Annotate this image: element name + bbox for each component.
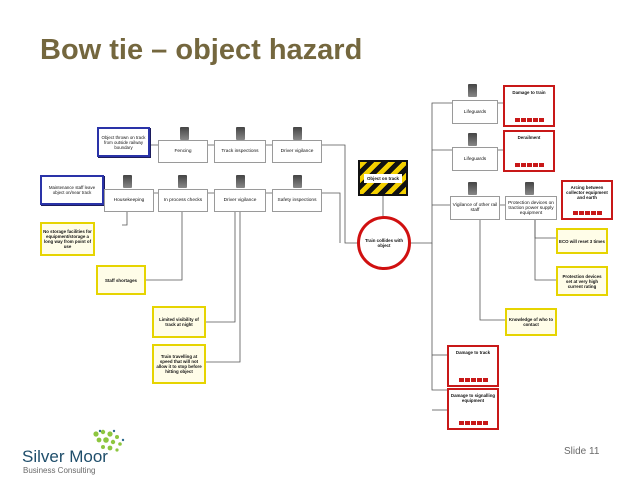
slide-title: Bow tie – object hazard: [40, 34, 363, 66]
threat-box: Maintenance staff leave object on/near t…: [40, 175, 104, 205]
barrier-clip: [525, 182, 534, 195]
consequence-box: Damage to signalling equipment: [447, 388, 499, 430]
consequence-box: Damage to track: [447, 345, 499, 387]
escalation-factor-box: No storage facilities for equipment/stor…: [40, 222, 95, 256]
barrier-box: Safety inspections: [272, 189, 322, 212]
barrier-clip: [178, 175, 187, 188]
threat-box: Object thrown on track from outside rail…: [97, 127, 150, 157]
barrier-clip: [180, 127, 189, 140]
severity-scale: [572, 211, 602, 215]
barrier-clip: [236, 175, 245, 188]
consequence-box: Derailment: [503, 130, 555, 172]
consequence-box: Arcing between collector equipment and e…: [561, 180, 613, 220]
barrier-clip: [468, 182, 477, 195]
escalation-factor-box: Limited visibility of track at night: [152, 306, 206, 338]
hazard-label: Object on track: [364, 173, 402, 183]
escalation-factor-box: Train travelling at speed that will not …: [152, 344, 206, 384]
hazard-box: Object on track: [358, 160, 408, 196]
barrier-box: Housekeeping: [104, 189, 154, 212]
barrier-box: Lifeguards: [452, 147, 498, 171]
severity-scale: [458, 378, 488, 382]
escalation-factor-box: Protection devices set at very high curr…: [556, 266, 608, 296]
barrier-clip: [468, 133, 477, 146]
consequence-box: Damage to train: [503, 85, 555, 127]
logo-subtitle: Business Consulting: [23, 466, 96, 475]
barrier-box: Driver vigilance: [272, 140, 322, 163]
barrier-clip: [293, 175, 302, 188]
barrier-box: In process checks: [158, 189, 208, 212]
escalation-factor-box: ECO will reset 3 times: [556, 228, 608, 254]
consequence-label: Derailment: [517, 135, 541, 140]
top-event-label: Train collides with object: [364, 238, 404, 248]
barrier-box: Fencing: [158, 140, 208, 163]
barrier-box: Driver vigilance: [214, 189, 266, 212]
consequence-label: Damage to track: [455, 350, 491, 355]
escalation-factor-box: Knowledge of who to contact: [505, 308, 557, 336]
barrier-box: Track inspections: [214, 140, 266, 163]
barrier-box: Lifeguards: [452, 100, 498, 124]
top-event-circle: Train collides with object: [357, 216, 411, 270]
slide-number: Slide 11: [564, 446, 600, 457]
consequence-label: Damage to signalling equipment: [450, 393, 496, 403]
consequence-label: Damage to train: [512, 90, 546, 95]
severity-scale: [514, 118, 544, 122]
barrier-clip: [468, 84, 477, 97]
logo-name: Silver Moor: [22, 447, 108, 466]
barrier-clip: [123, 175, 132, 188]
barrier-clip: [293, 127, 302, 140]
consequence-label: Arcing between collector equipment and e…: [566, 185, 608, 200]
barrier-box: Protection devices on traction power sup…: [505, 196, 557, 220]
logo-mark-icon: [93, 429, 125, 452]
severity-scale: [514, 163, 544, 167]
barrier-clip: [236, 127, 245, 140]
barrier-box: Vigilance of other rail staff: [450, 196, 500, 220]
severity-scale: [458, 421, 488, 425]
escalation-factor-box: Staff shortages: [96, 265, 146, 295]
